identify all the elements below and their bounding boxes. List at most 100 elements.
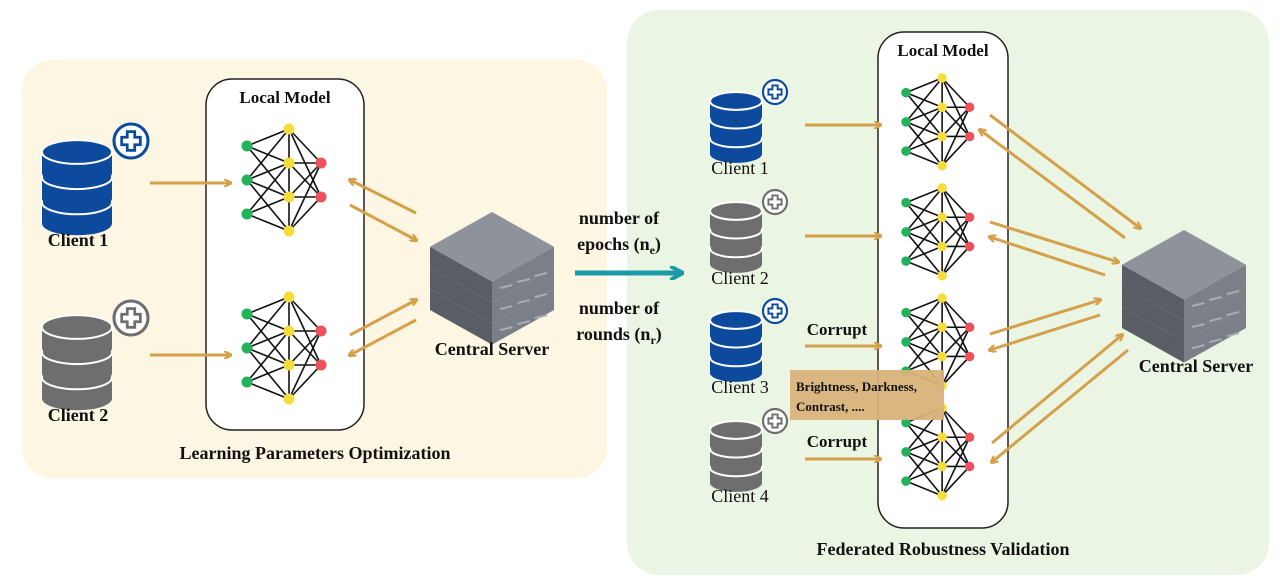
input-node [901,117,911,127]
hidden-node [937,270,947,281]
input-node [241,208,253,220]
input-node [901,337,911,347]
output-node [964,351,975,362]
neural-network-icon [901,293,975,391]
hidden-node [937,183,947,193]
input-node [901,417,911,428]
left-client-1-label: Client 1 [48,230,109,250]
left-server-label: Central Server [435,339,549,359]
right-client-2-label: Client 2 [711,268,769,288]
right-server-arrows [980,113,1140,462]
output-node [964,131,975,142]
arrow-model2-to-server [989,220,1118,262]
output-node [964,322,975,332]
arrow-server-to-model2 [990,237,1106,277]
input-node [901,307,911,318]
output-node [315,191,327,203]
hidden-node [283,191,295,203]
hidden-node [283,291,295,303]
hidden-node [283,393,295,405]
left-local-model-label: Local Model [239,88,330,107]
output-node [315,157,327,169]
input-node [241,308,253,320]
hidden-node [283,157,295,169]
plus-badge-icon [112,299,150,337]
hidden-node [283,325,295,337]
plus-badge-icon [112,122,150,160]
right-client-1-label: Client 1 [711,158,769,178]
plus-badge-icon [761,188,789,216]
output-node [964,241,975,252]
arrow-server-to-model1 [980,130,1126,240]
hidden-node [937,351,947,362]
plus-badge-icon [761,78,789,106]
arrow-model4-to-server [991,335,1122,445]
input-node [901,87,911,98]
epochs-line-1: number of [579,208,660,228]
hidden-node [937,432,947,442]
database-icon [709,188,789,273]
right-client-4-label: Client 4 [711,486,769,506]
corruption-types-line-1: Brightness, Darkness, [796,379,917,394]
corrupt-label-1: Corrupt [807,320,868,339]
database-icon [709,407,789,492]
server-icon [1122,230,1246,363]
neural-network-icon [901,183,975,281]
hidden-node [937,102,947,112]
database-icon [709,297,789,382]
neural-network-icon [901,73,975,171]
arrow-server-to-model-1 [350,180,417,215]
neural-network-icon [901,403,975,501]
plus-badge-icon [761,407,789,435]
database-icon [41,122,150,236]
output-node [315,359,327,371]
arrow-model-to-server-1 [349,203,416,240]
hidden-node [283,225,295,237]
network-edges [905,77,971,167]
output-node [964,461,975,472]
arrow-model3-to-server [989,300,1100,336]
neural-network-icon [241,291,327,405]
left-arrows [150,180,416,355]
hidden-node [937,241,947,252]
right-client-arrows [805,125,880,459]
hidden-node [937,73,947,83]
plus-badge-icon [761,297,789,325]
output-node [964,432,975,442]
corrupt-label-2: Corrupt [807,432,868,451]
rounds-line-2: rounds (nr) [576,324,662,347]
hidden-node [937,490,947,501]
input-node [241,342,253,354]
arrow-server-to-model-2 [350,318,417,355]
output-node [964,212,975,222]
right-panel-title: Federated Robustness Validation [816,539,1069,559]
input-node [901,197,911,208]
hidden-node [937,131,947,142]
left-client-2-label: Client 2 [48,405,109,425]
input-node [241,140,253,152]
output-node [964,102,975,112]
server-icon [430,212,554,345]
input-node [901,476,911,486]
hidden-node [937,293,947,303]
right-client-3-label: Client 3 [711,377,769,397]
arrow-model-to-server-2 [349,300,416,337]
right-local-model-label: Local Model [897,41,988,60]
arrow-model1-to-server [989,113,1140,228]
epochs-line-2: epochs (ne) [577,234,661,257]
hidden-node [283,123,295,135]
network-edges [246,296,322,400]
input-node [241,376,253,388]
hidden-node [283,359,295,371]
network-edges [905,407,971,497]
input-node [241,174,253,186]
right-server-label: Central Server [1139,356,1253,376]
hidden-node [937,160,947,171]
hidden-node [937,461,947,472]
input-node [901,447,911,457]
arrow-server-to-model3 [990,313,1101,350]
hidden-node [937,212,947,222]
arrow-server-to-model4 [992,348,1129,462]
hidden-node [937,322,947,332]
